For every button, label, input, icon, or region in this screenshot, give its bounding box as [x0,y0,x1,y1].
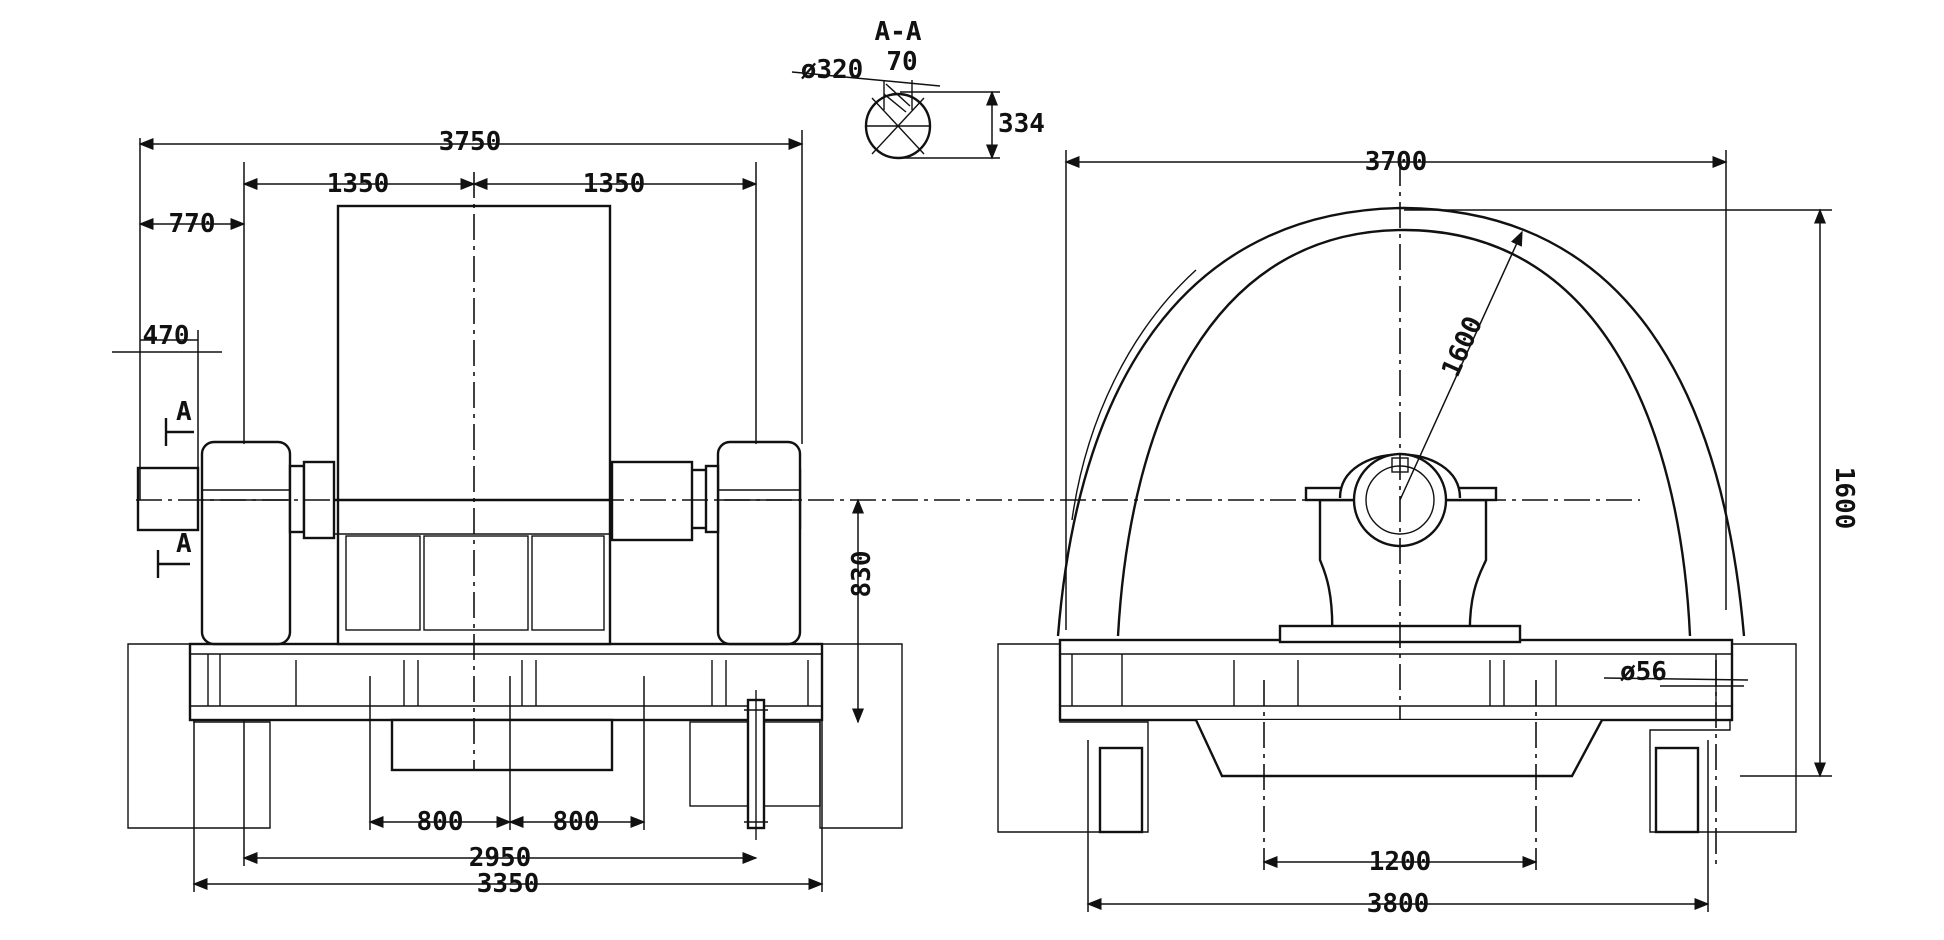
dim-56: ø56 [1603,657,1749,868]
dim-770: 770 [138,209,246,239]
dim-label-70: 70 [886,47,917,77]
dim-label-3800: 3800 [1367,889,1430,919]
dim-3750: 3750 [138,127,804,500]
section-a-a-detail: A-A ø320 70 334 [791,17,1045,160]
dim-label-height-1600: 1600 [1829,467,1859,530]
dim-label-470: 470 [143,321,190,351]
dim-3700: 3700 [1064,147,1728,630]
dim-label-3750: 3750 [439,127,502,157]
arch-frame [1056,206,1746,637]
dim-label-3350: 3350 [477,869,540,899]
right-ground-right [1649,643,1797,833]
dim-label-1350-right: 1350 [583,169,646,199]
dim-800-pair: 800 800 [368,676,646,837]
dim-label-830: 830 [847,551,877,598]
right-bearing-pedestal [610,440,802,646]
section-mark-bottom: A [156,529,192,578]
right-base-frame [1058,638,1734,834]
dim-label-800-left: 800 [417,807,464,837]
anchor-bolt [744,690,768,840]
dim-label-800-right: 800 [553,807,600,837]
dim-470: 470 [112,321,222,470]
section-title: A-A [875,17,922,47]
left-bearing-pedestal [200,440,336,646]
dim-label-radius-1600: 1600 [1436,312,1489,381]
dim-3800: 3800 [1086,740,1710,919]
dim-1350-pair: 1350 1350 [242,162,758,444]
drum-body [334,204,612,646]
dim-label-770: 770 [169,209,216,239]
dim-height-1600: 1600 [1404,208,1859,778]
dim-1200: 1200 [1262,847,1538,877]
section-marker-label-2: A [176,529,192,559]
dim-label-2950: 2950 [469,843,532,873]
dim-label-320: ø320 [801,55,864,85]
dim-label-56: ø56 [1620,657,1667,687]
dim-2950: 2950 [242,720,758,873]
dim-3350: 3350 [192,720,824,899]
section-mark-top: A [164,397,194,446]
dim-label-1200: 1200 [1369,847,1432,877]
section-marker-label: A [176,397,192,427]
dim-label-3700: 3700 [1365,147,1428,177]
dim-radius-1600: 1600 [1399,230,1523,501]
side-view: 1600 3700 1600 ø56 1200 [997,147,1859,919]
dim-830: 830 [847,498,877,724]
dim-label-1350-left: 1350 [327,169,390,199]
dim-label-334: 334 [998,109,1045,139]
left-base-frame [188,642,824,772]
